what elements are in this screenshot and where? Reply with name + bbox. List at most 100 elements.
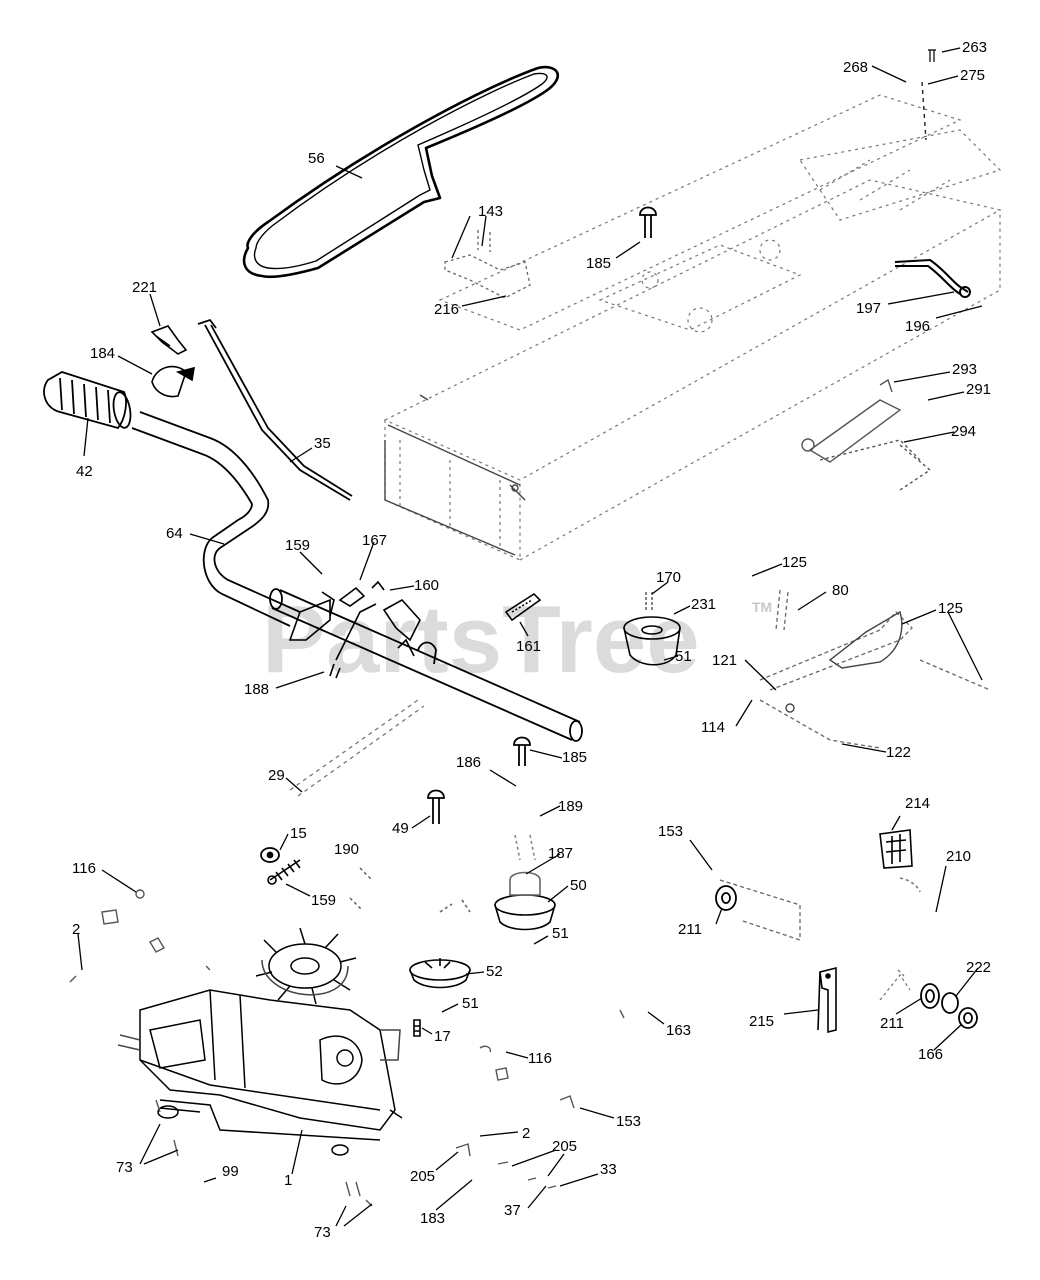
callout-73-upper: 73	[116, 1159, 133, 1176]
callout-263: 263	[962, 39, 987, 56]
callout-35: 35	[314, 435, 331, 452]
callout-51-upper: 51	[675, 648, 692, 665]
callout-166: 166	[918, 1046, 943, 1063]
watermark-trademark: TM	[752, 599, 772, 615]
idler-arm	[759, 589, 991, 749]
callout-114: 114	[701, 719, 725, 736]
bracket-216	[444, 230, 531, 299]
callout-33: 33	[600, 1161, 617, 1178]
callout-17: 17	[434, 1028, 451, 1045]
callout-221: 221	[132, 279, 157, 296]
pin-161	[504, 592, 542, 622]
callout-73-lower: 73	[314, 1224, 331, 1241]
callout-125-upper: 125	[782, 554, 807, 571]
callout-121: 121	[712, 652, 737, 669]
pulley-231	[623, 592, 681, 666]
cooling-fan	[255, 927, 357, 1005]
idler-153	[719, 879, 801, 941]
callout-52: 52	[486, 963, 503, 980]
callout-189: 189	[558, 798, 583, 815]
grip-cap-184	[151, 365, 195, 398]
seal-166	[958, 1007, 978, 1029]
callout-122: 122	[886, 744, 911, 761]
callout-291: 291	[966, 381, 991, 398]
callout-80: 80	[832, 582, 849, 599]
callout-205-right: 205	[552, 1138, 577, 1155]
callout-160: 160	[414, 577, 439, 594]
callout-51-middle: 51	[552, 925, 569, 942]
callout-231: 231	[691, 596, 716, 613]
bracket-214	[879, 829, 921, 893]
callout-184: 184	[90, 345, 115, 362]
washer-211-upper	[715, 885, 737, 911]
callout-153-lower: 153	[616, 1113, 641, 1130]
clip-221	[150, 325, 188, 355]
callout-197: 197	[856, 300, 881, 317]
callout-2-lower: 2	[522, 1125, 530, 1142]
callout-268: 268	[843, 59, 868, 76]
callout-37: 37	[504, 1202, 521, 1219]
hardware-small	[69, 867, 625, 1207]
callout-153-upper: 153	[658, 823, 683, 840]
callout-196: 196	[905, 318, 930, 335]
callout-116-lower: 116	[528, 1050, 552, 1067]
callout-161: 161	[516, 638, 541, 655]
callout-215: 215	[749, 1013, 774, 1030]
callout-190: 190	[334, 841, 359, 858]
handle-tube-64	[131, 411, 301, 627]
callout-159-lower: 159	[311, 892, 336, 909]
rod-29	[289, 699, 425, 797]
leader-lines	[77, 47, 983, 1227]
transaxle-1	[139, 989, 403, 1131]
callout-222: 222	[966, 959, 991, 976]
fastener-17	[413, 1019, 421, 1037]
callout-167: 167	[362, 532, 387, 549]
pivot-brackets	[288, 580, 421, 679]
bracket-215	[817, 966, 837, 1034]
lift-rod-35	[197, 318, 353, 501]
handle-grip	[43, 371, 132, 430]
callout-211-upper: 211	[678, 921, 702, 938]
axle-mount	[117, 1034, 381, 1156]
callout-185-upper: 185	[586, 255, 611, 272]
callout-15: 15	[290, 825, 307, 842]
callout-186: 186	[456, 754, 481, 771]
axle-210	[879, 969, 911, 1001]
carriage-bolt-185-upper	[639, 206, 657, 238]
frame-assembly	[383, 94, 1002, 561]
callout-170: 170	[656, 569, 681, 586]
callout-275: 275	[960, 67, 985, 84]
callout-211-lower: 211	[880, 1015, 904, 1032]
idler-arm-solid	[785, 610, 903, 713]
callout-163: 163	[666, 1022, 691, 1039]
callout-99: 99	[222, 1163, 239, 1180]
callout-64: 64	[166, 525, 183, 542]
callout-188: 188	[244, 681, 269, 698]
callout-56: 56	[308, 150, 325, 167]
rod-assembly-294	[801, 378, 932, 491]
callout-294: 294	[951, 423, 976, 440]
callout-50: 50	[570, 877, 587, 894]
callout-143: 143	[478, 203, 503, 220]
callout-29: 29	[268, 767, 285, 784]
callout-214: 214	[905, 795, 930, 812]
callout-49: 49	[392, 820, 409, 837]
callout-51-lower: 51	[462, 995, 479, 1012]
callout-2-upper: 2	[72, 921, 80, 938]
washer-222	[941, 992, 959, 1014]
callout-183: 183	[420, 1210, 445, 1227]
carriage-bolt-49	[427, 789, 445, 824]
callout-159-upper: 159	[285, 537, 310, 554]
washer-211-lower	[920, 983, 940, 1009]
callout-125-right: 125	[938, 600, 963, 617]
callout-210: 210	[946, 848, 971, 865]
spring-159	[267, 859, 301, 885]
brake-rod	[894, 258, 971, 298]
callout-187: 187	[548, 845, 573, 862]
callout-216: 216	[434, 301, 459, 318]
top-bolt-assembly	[921, 49, 936, 141]
callout-205-left: 205	[410, 1168, 435, 1185]
washer-15	[260, 847, 280, 863]
pulley-52	[409, 958, 471, 989]
